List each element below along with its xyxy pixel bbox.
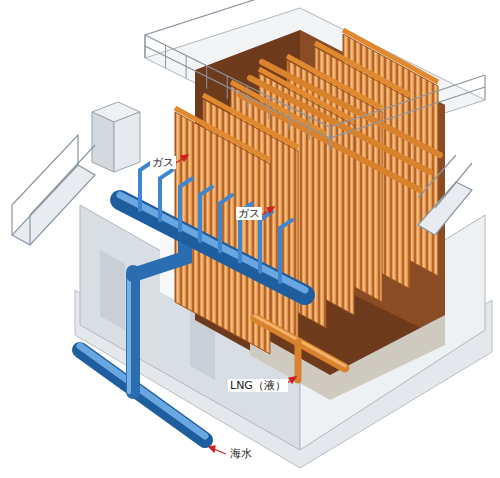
- railing-post: [247, 86, 248, 109]
- railing-post: [227, 76, 228, 99]
- gas-branch-pipe: [280, 220, 292, 282]
- seawater-pipes: [80, 162, 305, 440]
- gas-branch-pipe: [180, 179, 192, 231]
- panel-header: [175, 108, 270, 160]
- railing-post: [206, 66, 207, 89]
- stairs-railings: [12, 0, 485, 245]
- part-label: LNG（液）: [228, 379, 288, 392]
- tube-panels: [175, 30, 438, 354]
- gas-branch-pipe: [200, 187, 212, 241]
- railing-post: [165, 45, 166, 68]
- railing-post: [268, 96, 269, 119]
- gas-branch-pipe: [140, 162, 152, 210]
- railing-post: [288, 107, 289, 130]
- gas-branch-pipe: [160, 170, 172, 220]
- railing-post: [309, 117, 310, 140]
- leader-arrows: [174, 155, 296, 454]
- railing-post: [330, 127, 331, 150]
- railing-posts: [145, 35, 330, 150]
- gas-branch-pipe: [260, 212, 272, 272]
- control-cabinet: [92, 102, 140, 172]
- gas-branch-pipe: [220, 195, 232, 251]
- concrete-structure: [75, 8, 492, 468]
- railing-post: [186, 55, 187, 78]
- part-label: ガス: [150, 156, 176, 169]
- part-label: 海水: [228, 447, 254, 460]
- railing-post: [145, 35, 146, 58]
- lng-pipes: [240, 62, 440, 380]
- part-label: ガス: [236, 207, 262, 220]
